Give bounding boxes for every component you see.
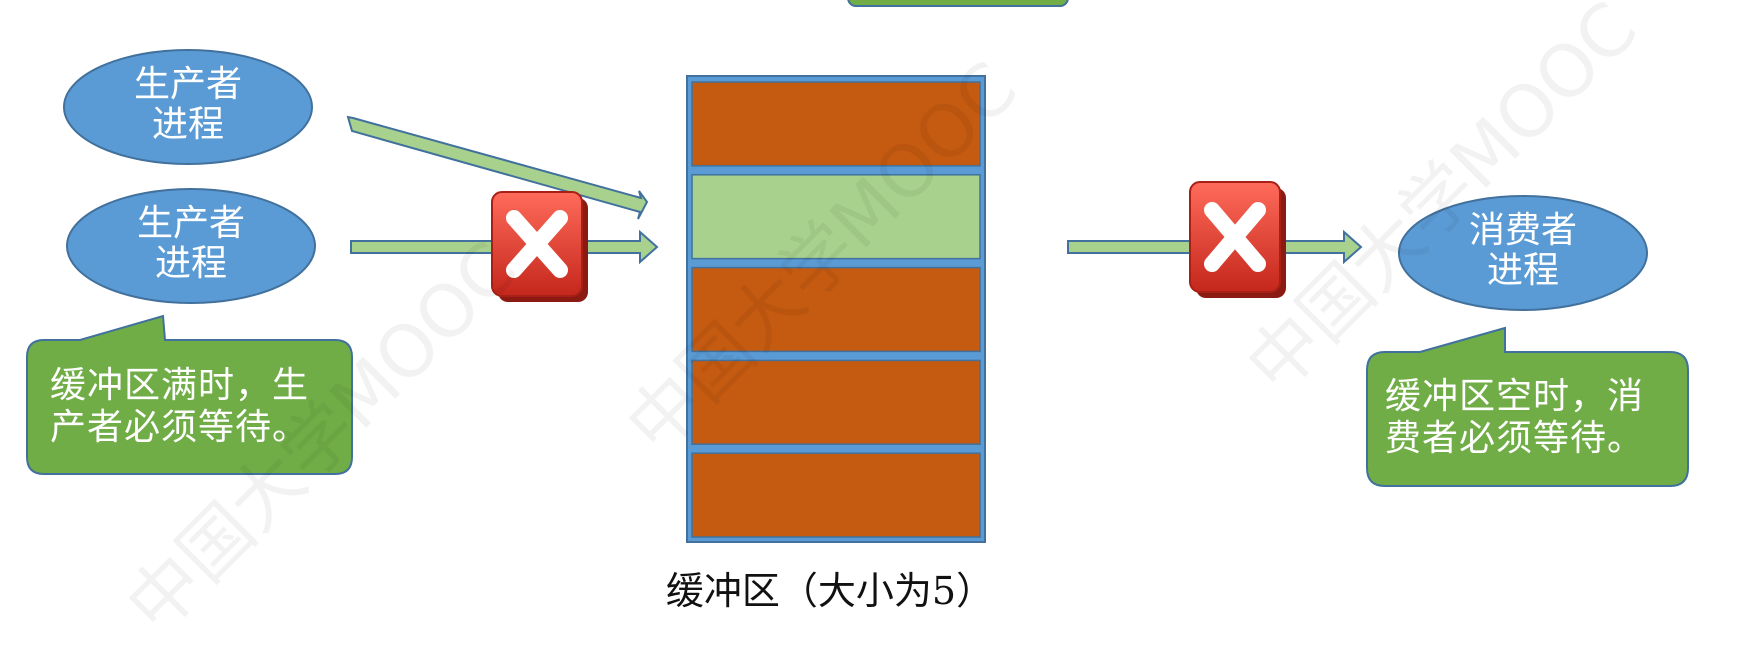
buffer-slots	[691, 81, 981, 538]
buffer-slot-1-full	[691, 81, 981, 167]
consumer-process-ellipse[interactable]	[1398, 195, 1648, 311]
buffer-slot-2-empty	[691, 174, 981, 260]
diagram-canvas: 生产者 进程 生产者 进程 消费者 进程 缓冲区满时，生 产者必须等待。 缓冲区…	[26, 0, 1689, 648]
buffer-slot-3-full	[691, 266, 981, 353]
arrow-producer-top	[346, 115, 649, 220]
buffer-slot-4-full	[691, 359, 981, 445]
buffer-caption: 缓冲区（大小为5）	[665, 569, 995, 613]
producer-process-ellipse-bottom[interactable]	[66, 188, 316, 304]
producer-callout-text: 缓冲区满时，生 产者必须等待。	[50, 365, 310, 448]
diagram-svg	[26, 0, 1689, 543]
top-partial-box	[847, 0, 1069, 7]
consumer-process-label: 消费者 进程	[1468, 210, 1577, 291]
producer-process-label-bottom: 生产者 进程	[136, 203, 245, 284]
producer-callout-shape	[26, 314, 353, 475]
consumer-callout-shape	[1366, 326, 1689, 487]
buffer-slot-5-full	[691, 452, 981, 538]
consumer-callout-text: 缓冲区空时，消 费者必须等待。	[1385, 376, 1645, 459]
blocked-x-icon-consumer	[1189, 181, 1286, 298]
producer-process-ellipse-top[interactable]	[63, 49, 313, 165]
blocked-x-icon-producer	[491, 191, 588, 302]
producer-process-label-top: 生产者 进程	[133, 64, 242, 145]
